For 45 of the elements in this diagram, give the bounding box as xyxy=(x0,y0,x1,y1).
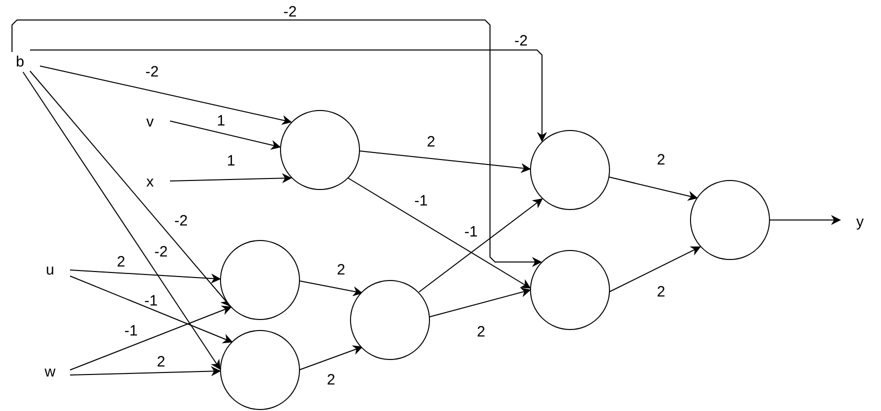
weight-label: 2 xyxy=(156,354,166,370)
arrow xyxy=(360,150,531,174)
weight-label: 1 xyxy=(216,114,226,128)
weight-label: 2 xyxy=(656,152,666,168)
arrow xyxy=(348,178,531,289)
weight-label: -1 xyxy=(414,194,428,208)
variable-label: y xyxy=(856,214,864,230)
arrow xyxy=(418,198,543,292)
arrow xyxy=(70,270,221,284)
weight-label: 2 xyxy=(336,262,346,278)
variable-label: v xyxy=(146,114,154,130)
arrow xyxy=(12,20,542,267)
weight-label: -2 xyxy=(514,34,528,48)
weight-label: 2 xyxy=(476,324,486,340)
arrow xyxy=(40,66,292,125)
weight-label: -1 xyxy=(464,224,478,240)
weight-label: 1 xyxy=(226,154,236,168)
weight-label: -1 xyxy=(144,294,158,308)
weight-label: -2 xyxy=(145,64,159,80)
arrow xyxy=(30,70,231,307)
arrow xyxy=(70,306,232,370)
arrow xyxy=(22,72,221,370)
weight-label: -2 xyxy=(154,244,168,260)
arrow xyxy=(170,173,292,184)
arrow xyxy=(608,176,698,201)
arrow xyxy=(770,215,841,225)
arrow xyxy=(428,288,531,318)
arrow xyxy=(70,366,221,376)
weight-label: -2 xyxy=(174,214,188,228)
variable-label: u xyxy=(46,262,54,278)
weight-label: 2 xyxy=(116,254,126,270)
weight-label: 2 xyxy=(326,372,336,388)
weight-label: 2 xyxy=(656,284,666,300)
arrow xyxy=(30,50,547,142)
arrow xyxy=(70,276,233,344)
variable-label: b xyxy=(16,54,24,70)
variable-label: x xyxy=(146,174,154,190)
arrow xyxy=(608,246,701,292)
weight-label: 2 xyxy=(426,134,436,150)
arrow xyxy=(298,345,363,370)
arrow xyxy=(300,280,363,296)
weight-label: -2 xyxy=(283,4,297,20)
arrow xyxy=(170,120,281,150)
weight-label: -1 xyxy=(124,324,138,338)
variable-label: w xyxy=(44,364,56,380)
